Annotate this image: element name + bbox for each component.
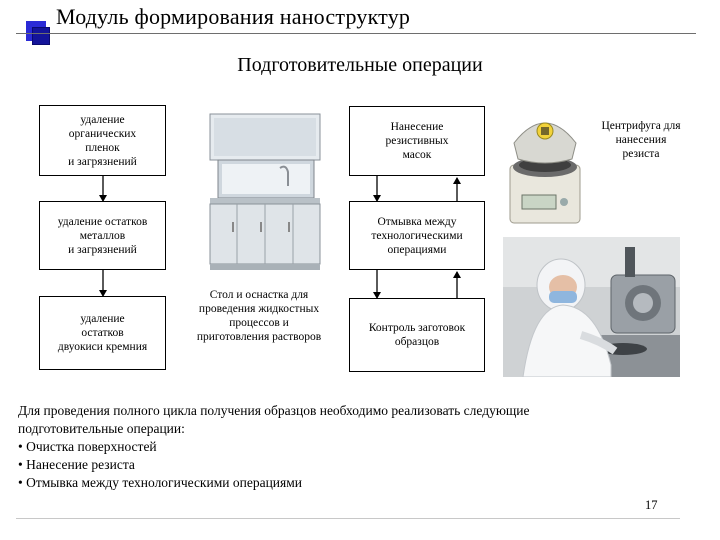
description-line: Для проведения полного цикла получения о… <box>18 403 530 418</box>
bullet-resist: • Нанесение резиста <box>18 457 135 472</box>
box-inspection: Контроль заготовок образцов <box>349 298 485 372</box>
slide-subtitle: Подготовительные операции <box>237 54 483 76</box>
cleanroom-photo <box>503 237 680 377</box>
footer-rule <box>16 518 680 519</box>
box-resist-masks: Нанесение резистивных масок <box>349 106 485 176</box>
box-remove-oxide: удаление остатков двуокиси кремния <box>39 296 166 370</box>
page-number: 17 <box>645 498 658 512</box>
description-text: Для проведения полного цикла получения о… <box>18 402 698 492</box>
box-rinse: Отмывка между технологическими операциям… <box>349 201 485 270</box>
header-rule <box>16 33 696 34</box>
fume-hood-caption: Стол и оснастка для проведения жидкостны… <box>196 289 322 343</box>
bullet-cleaning: • Очистка поверхностей <box>18 439 157 454</box>
fume-hood-image <box>196 104 334 276</box>
bullet-rinse: • Отмывка между технологическими операци… <box>18 475 302 490</box>
box-remove-metals: удаление остатков металлов и загрязнений <box>39 201 166 270</box>
centrifuge-caption: Центрифуга для нанесения резиста <box>601 120 681 160</box>
centrifuge-image <box>500 103 590 231</box>
slide-title: Модуль формирования наноструктур <box>56 4 411 29</box>
logo-square-back <box>32 27 50 45</box>
description-line: подготовительные операции: <box>18 421 185 436</box>
box-remove-organic: удаление органических пленок и загрязнен… <box>39 105 166 176</box>
